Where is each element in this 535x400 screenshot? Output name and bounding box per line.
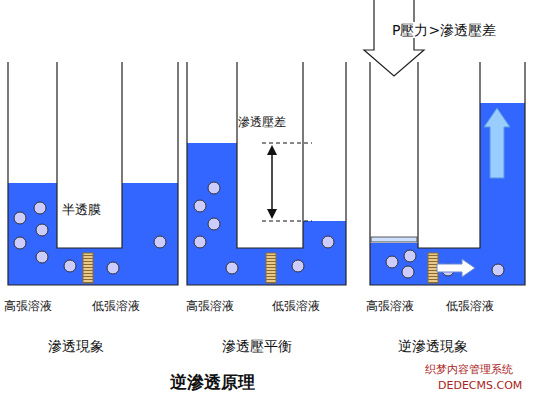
caption-text: 逆滲透現象: [398, 338, 468, 354]
solution: [8, 183, 178, 285]
molecule: [14, 182, 504, 278]
solution-label: 高張溶液: [186, 300, 234, 314]
pressure-label: 滲透壓差: [238, 116, 286, 130]
solution: [370, 103, 525, 285]
membrane: [266, 253, 276, 283]
flow-arrow: [437, 259, 475, 277]
membrane: [83, 253, 93, 283]
caption-text: 滲透壓平衡: [222, 338, 292, 354]
solution-label: 低張溶液: [92, 300, 140, 314]
solution-label: 高張溶液: [366, 300, 414, 314]
caption-text: 滲透現象: [48, 338, 104, 354]
pressure-label: P壓力>滲透壓差: [390, 22, 498, 38]
u-tube: [8, 62, 525, 285]
diagram-title: 逆滲透原理: [170, 373, 255, 393]
membrane-label: 半透膜: [62, 203, 101, 218]
solution: [187, 143, 346, 285]
watermark: DEDECMS.COM: [438, 380, 522, 393]
flow-arrow: [484, 108, 510, 178]
watermark: 织梦内容管理系统: [425, 364, 513, 377]
pressure-difference-marker: [262, 143, 312, 221]
solution-label: 低張溶液: [272, 300, 320, 314]
solution-label: 高張溶液: [4, 300, 52, 314]
piston: [371, 237, 417, 242]
solution-label: 低張溶液: [446, 300, 494, 314]
